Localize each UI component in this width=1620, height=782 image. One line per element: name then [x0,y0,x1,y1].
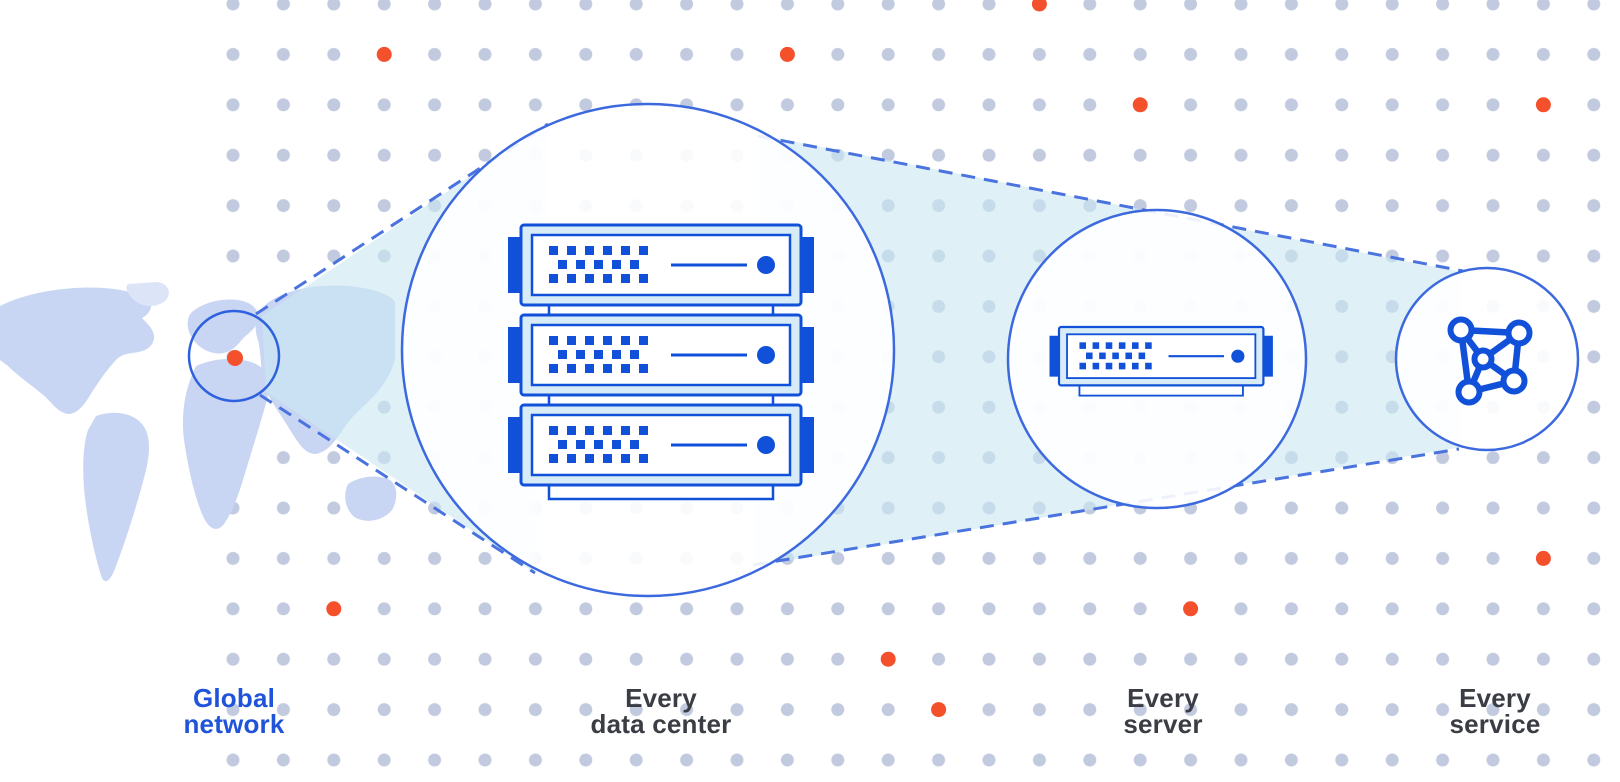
label-line: Global [192,683,276,713]
label-line: service [1449,708,1541,739]
map-australia [345,476,397,521]
server-unit-icon [1048,325,1274,397]
server-rack-icon [506,223,816,501]
label-line: Every [1459,683,1531,713]
label-line: data center [590,708,732,739]
map-north-america [0,287,155,414]
map-south-america [83,412,149,582]
label-line: Every [1127,683,1199,713]
map-greenland [126,282,169,306]
network-mesh-icon [1447,316,1533,406]
label-every-service: Every service [1449,683,1541,739]
map-europe [187,299,259,354]
label-every-data-center: Every data center [590,683,732,739]
accent-dots [326,0,1551,718]
dashed-line-bottom-right [752,447,1460,567]
server-circle [1006,208,1308,510]
dashed-line-top-right [757,134,1464,273]
label-line: server [1123,708,1203,739]
dashed-line-bottom-left [259,393,536,575]
label-line: Every [625,683,697,713]
location-marker-icon [227,350,243,366]
label-every-server: Every server [1123,683,1203,739]
label-line: network [183,708,285,739]
data-center-circle [400,102,896,598]
label-global-network: Global network [183,683,285,739]
dashed-line-top-left [255,122,549,316]
map-africa [182,358,270,529]
global-network-circle [187,309,281,403]
service-circle [1394,266,1580,452]
